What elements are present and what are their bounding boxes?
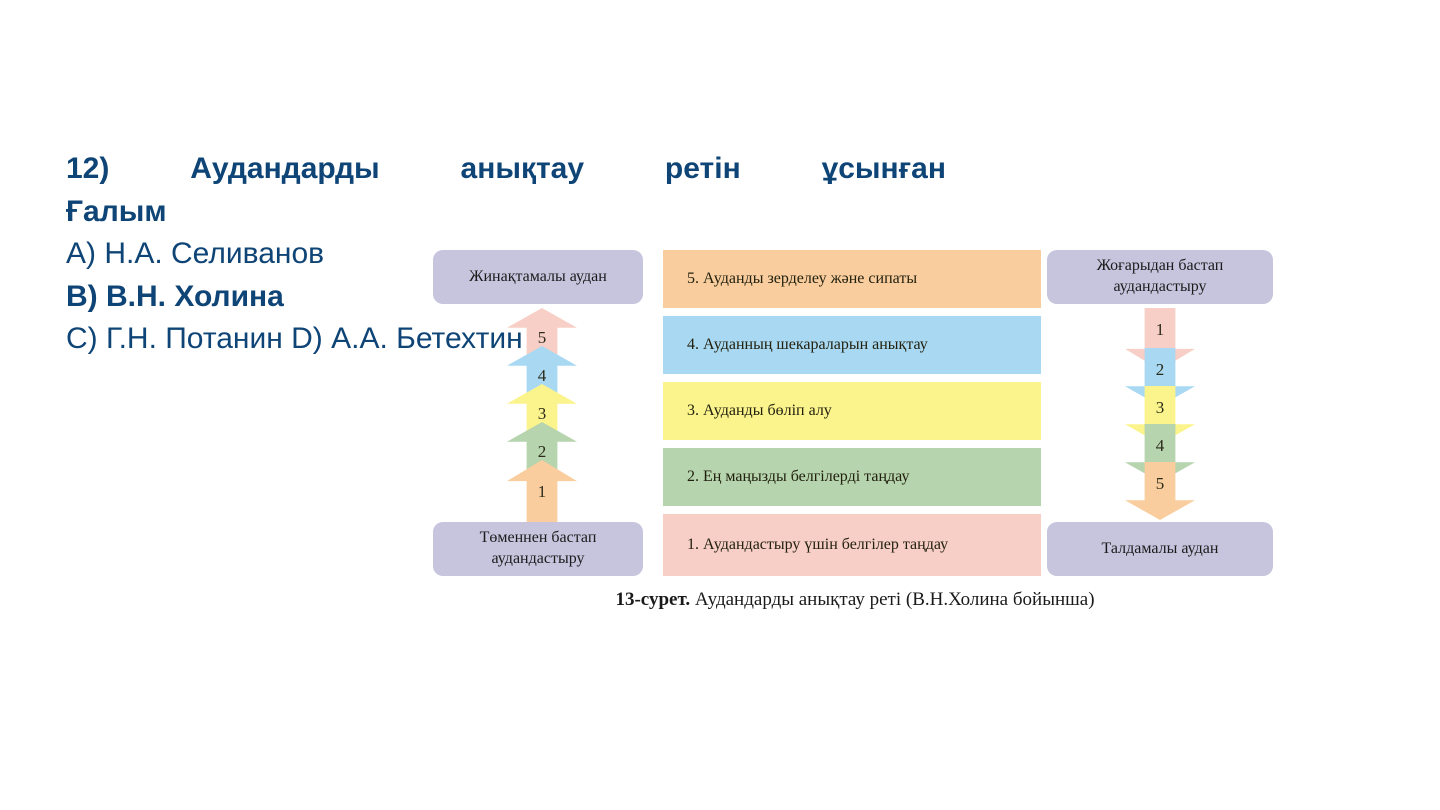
step-bar-5: 5. Ауданды зерделеу және сипаты: [663, 250, 1041, 308]
right-arrow-3-number: 3: [1155, 398, 1165, 417]
step-bar-2: 2. Ең маңызды белгілерді таңдау: [663, 448, 1041, 506]
left-arrow-4-number: 4: [537, 366, 547, 385]
right-bottom-box-label: Талдамалы аудан: [1101, 539, 1219, 557]
left-arrow-2-number: 2: [537, 442, 547, 461]
diagram-right-column: Жоғарыдан бастап аудандастыру 1 2 3 4 5: [1047, 246, 1277, 576]
left-top-box-label: Жинақтамалы аудан: [469, 267, 607, 285]
option-c-d[interactable]: C) Г.Н. Потанин D) А.А. Бетехтин: [66, 322, 523, 356]
right-arrow-stack: 1 2 3 4 5: [1125, 308, 1195, 520]
right-arrow-5: 5: [1125, 462, 1195, 520]
right-top-box-label: Жоғарыдан бастап аудандастыру: [1096, 257, 1224, 295]
figure-caption-number: 13-сурет.: [615, 589, 691, 610]
left-bottom-box-label: Төменнен бастап аудандастыру: [479, 529, 597, 567]
right-arrow-5-number: 5: [1155, 474, 1165, 493]
question-stem-word-2: анықтау: [460, 152, 585, 185]
option-a[interactable]: A) Н.А. Селиванов: [66, 237, 325, 271]
step-bar-5-label: 5. Ауданды зерделеу және сипаты: [687, 270, 918, 287]
right-arrow-1-number: 1: [1155, 320, 1165, 339]
left-top-box: Жинақтамалы аудан: [433, 250, 643, 304]
step-bar-4: 4. Ауданның шекараларын анықтау: [663, 316, 1041, 374]
left-arrow-5-number: 5: [537, 328, 547, 347]
step-bar-2-label: 2. Ең маңызды белгілерді таңдау: [687, 468, 910, 485]
question-stem-word-1: Аудандарды: [190, 152, 380, 185]
left-arrow-1-number: 1: [537, 482, 547, 501]
figure-caption: 13-сурет. Аудандарды анықтау реті (В.Н.Х…: [425, 589, 1285, 611]
left-arrow-1: 1: [507, 460, 577, 522]
right-top-box: Жоғарыдан бастап аудандастыру: [1047, 250, 1273, 304]
diagram-center-steps: 5. Ауданды зерделеу және сипаты 4. Аудан…: [663, 246, 1041, 576]
right-arrow-2-number: 2: [1155, 360, 1165, 379]
step-bar-3-label: 3. Ауданды бөліп алу: [687, 402, 832, 419]
question-stem-word-4: ұсынған: [821, 152, 946, 185]
question-stem-line1: 12) Аудандарды анықтау ретін ұсынған: [66, 148, 946, 191]
step-bar-1-label: 1. Аудандастыру үшін белгілер таңдау: [687, 536, 949, 553]
question-stem-word-3: ретін: [664, 152, 741, 185]
left-arrow-stack: 5 4 3 2 1: [507, 308, 577, 522]
diagram-left-column: Жинақтамалы аудан 5 4 3 2 1: [425, 246, 643, 576]
right-bottom-box: Талдамалы аудан: [1047, 522, 1273, 576]
step-bar-1: 1. Аудандастыру үшін белгілер таңдау: [663, 514, 1041, 576]
left-bottom-box: Төменнен бастап аудандастыру: [433, 522, 643, 576]
left-arrow-3-number: 3: [537, 404, 547, 423]
regionalization-diagram: Жинақтамалы аудан 5 4 3 2 1: [425, 246, 1285, 626]
question-block: 12) Аудандарды анықтау ретін ұсынған Ғал…: [66, 148, 966, 361]
figure-caption-text: Аудандарды анықтау реті (В.Н.Холина бойы…: [690, 589, 1095, 610]
option-b[interactable]: B) В.Н. Холина: [66, 279, 284, 313]
step-bar-3: 3. Ауданды бөліп алу: [663, 382, 1041, 440]
question-number: 12): [66, 152, 110, 185]
question-stem-line2: Ғалым: [66, 194, 167, 228]
step-bar-4-label: 4. Ауданның шекараларын анықтау: [687, 336, 928, 353]
right-arrow-4-number: 4: [1155, 436, 1165, 455]
